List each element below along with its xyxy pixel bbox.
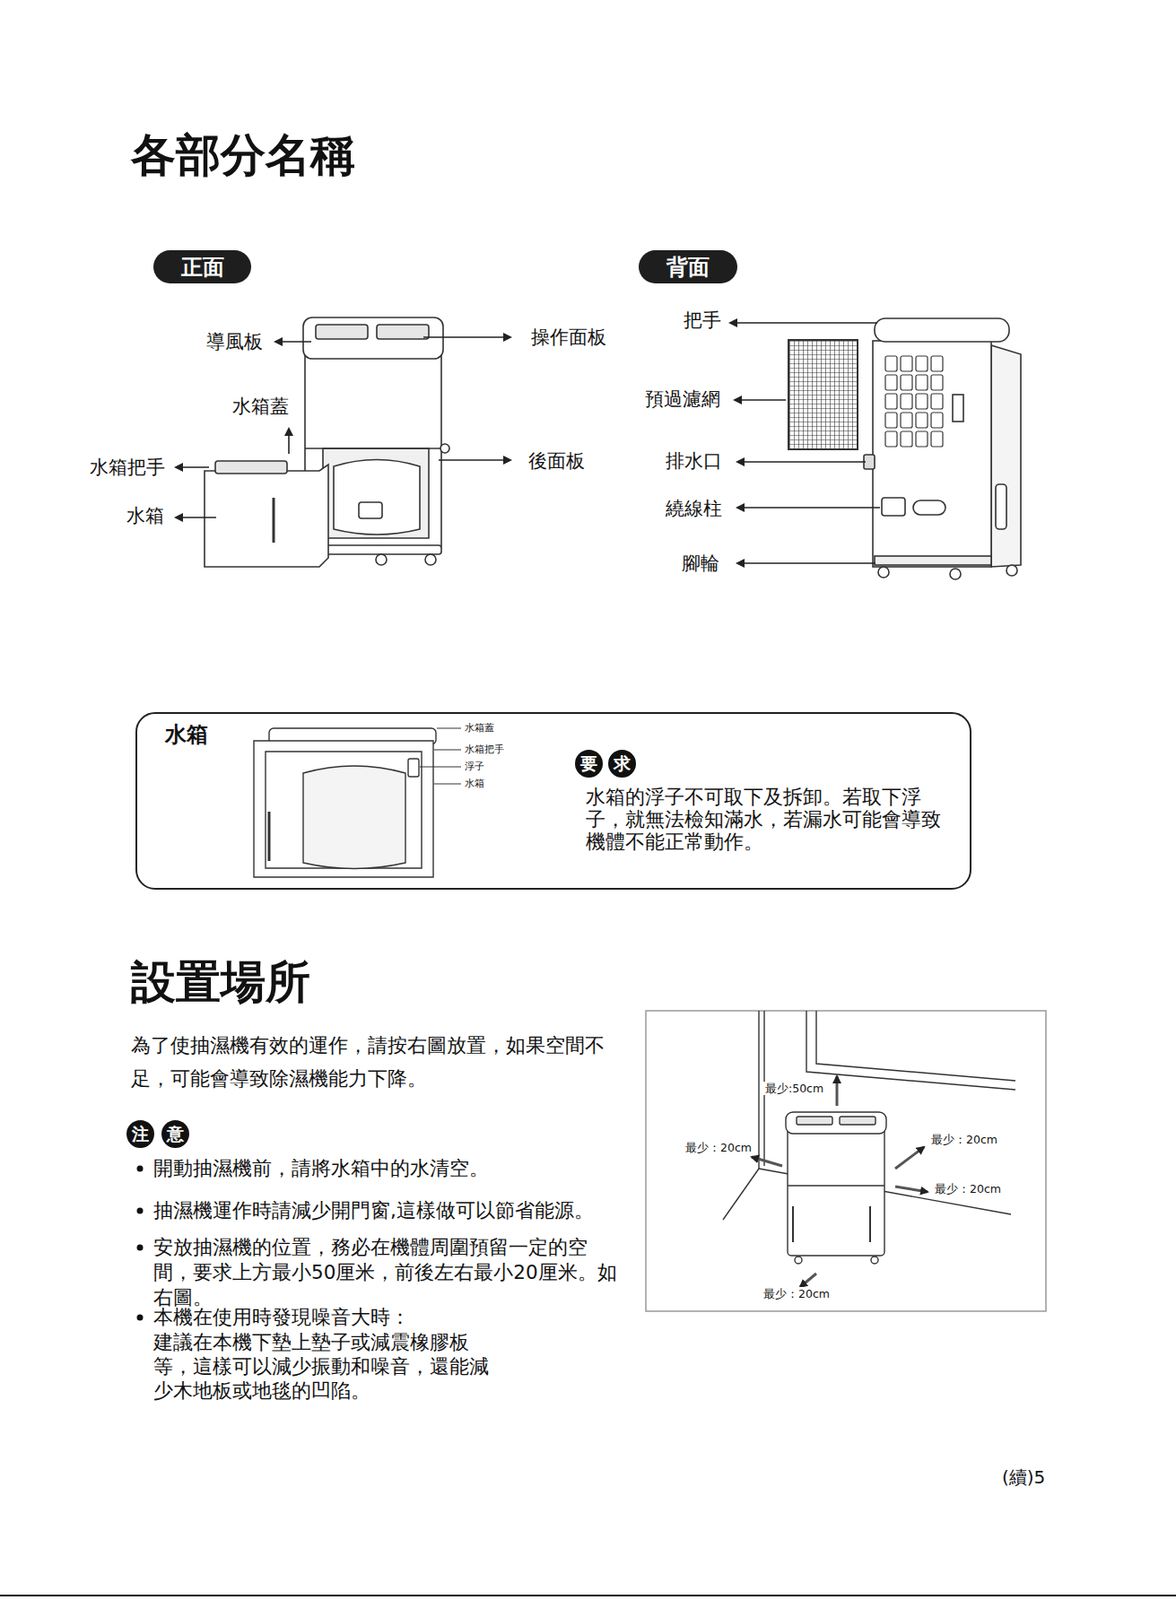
part-label: 操作面板 bbox=[531, 326, 607, 349]
badge-text: 背面 bbox=[666, 256, 710, 279]
bullet-text: 安放抽濕機的位置，務必在機體周圍預留一定的空間，要求上方最小50厘米，前後左右最… bbox=[153, 1235, 622, 1311]
tank-part-label: 水箱蓋 bbox=[464, 722, 495, 734]
panel-body: 水箱的浮子不可取下及拆卸。若取下浮子，就無法檢知滿水，若漏水可能會導致機體不能正… bbox=[585, 785, 959, 854]
clearance-label: 最少：20cm bbox=[929, 1132, 1000, 1147]
note-panel: 水箱水箱的浮子不可取下及拆卸。若取下浮子，就無法檢知滿水，若漏水可能會導致機體不… bbox=[135, 712, 972, 890]
clearance-label: 最少：20cm bbox=[932, 1182, 1003, 1196]
badge-char: 注 bbox=[131, 1125, 149, 1143]
bullet-text: 建議在本機下墊上墊子或減震橡膠板等，這樣可以減少振動和噪音，還能減少木地板或地毯… bbox=[153, 1330, 506, 1403]
view-badge: 背面 bbox=[638, 250, 738, 284]
bullet-text: 開動抽濕機前，請將水箱中的水清空。 bbox=[153, 1156, 489, 1182]
footer-rule bbox=[0, 1594, 1176, 1597]
tank-part-label: 水箱 bbox=[464, 777, 485, 790]
section-heading: 設置場所 bbox=[130, 955, 311, 1010]
badge-char: 求 bbox=[613, 755, 631, 773]
view-badge: 正面 bbox=[153, 250, 252, 284]
clearance-label: 最少：20cm bbox=[761, 1287, 832, 1301]
part-label: 水箱蓋 bbox=[232, 395, 289, 419]
part-label: 腳輪 bbox=[681, 552, 720, 575]
part-label: 導風板 bbox=[206, 331, 263, 354]
part-label: 預過濾網 bbox=[644, 388, 721, 411]
back-unit bbox=[788, 318, 1021, 580]
page-number: (續)5 bbox=[1001, 1466, 1046, 1489]
part-label: 水箱把手 bbox=[89, 456, 166, 480]
part-label: 水箱 bbox=[126, 505, 165, 528]
part-label: 排水口 bbox=[665, 450, 723, 473]
page-title: 各部分名稱 bbox=[130, 128, 356, 183]
panel-heading: 水箱 bbox=[165, 721, 209, 749]
bullet-dots bbox=[137, 1166, 144, 1322]
intro-text: 為了使抽濕機有效的運作，請按右圖放置，如果空間不足，可能會導致除濕機能力下降。 bbox=[130, 1028, 638, 1096]
tank-part-label: 水箱把手 bbox=[464, 743, 505, 756]
badge-char: 要 bbox=[580, 755, 598, 773]
tank-section bbox=[253, 728, 462, 878]
part-label: 繞線柱 bbox=[665, 497, 723, 521]
bullet-text: 本機在使用時發現噪音大時： bbox=[153, 1305, 410, 1331]
leader-arrows bbox=[175, 322, 880, 564]
placement-figure bbox=[645, 1010, 1046, 1312]
front-unit bbox=[204, 317, 450, 567]
tank-part-label: 浮子 bbox=[464, 760, 485, 773]
clearance-label: 最少：20cm bbox=[683, 1141, 754, 1155]
bullet-text: 抽濕機運作時請減少開門窗,這樣做可以節省能源。 bbox=[153, 1198, 594, 1224]
caution-badge: 注 bbox=[126, 1120, 155, 1149]
part-label: 後面板 bbox=[528, 450, 585, 473]
caution-badge: 意 bbox=[161, 1120, 190, 1149]
badge-char: 意 bbox=[166, 1125, 184, 1143]
requirement-badge: 求 bbox=[608, 749, 636, 778]
clearance-label: 最少:50cm bbox=[763, 1081, 826, 1096]
requirement-badge: 要 bbox=[574, 749, 603, 778]
part-label: 把手 bbox=[683, 309, 722, 332]
badge-text: 正面 bbox=[181, 256, 225, 279]
